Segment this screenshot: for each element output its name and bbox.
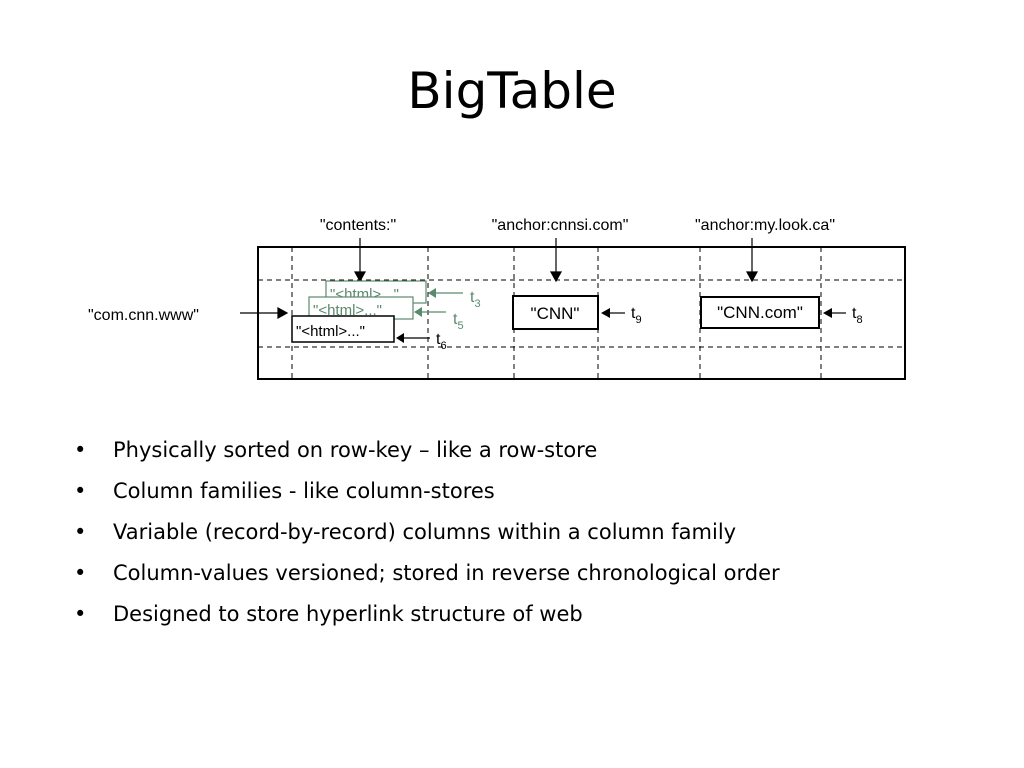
column-label-anchor-mylook: "anchor:my.look.ca" bbox=[695, 217, 835, 234]
svg-text:"<html>...": "<html>..." bbox=[296, 323, 365, 340]
bullet-dot: • bbox=[74, 479, 87, 503]
table-grid bbox=[258, 247, 905, 379]
timestamp-t8: t8 bbox=[852, 305, 863, 326]
svg-text:"CNN.com": "CNN.com" bbox=[717, 303, 803, 322]
bullet-text: Designed to store hyperlink structure of… bbox=[113, 602, 583, 626]
timestamp-t6: t6 bbox=[436, 331, 447, 352]
cell-anchor-cnnsi: "CNN" t9 bbox=[512, 295, 642, 330]
bullet-text: Physically sorted on row-key – like a ro… bbox=[113, 438, 598, 462]
bullet-dot: • bbox=[74, 438, 87, 462]
bullet-list: • Physically sorted on row-key – like a r… bbox=[72, 430, 780, 635]
svg-text:"CNN": "CNN" bbox=[531, 304, 580, 323]
cell-anchor-mylook: "CNN.com" t8 bbox=[700, 296, 863, 329]
bullet-item: • Column families - like column-stores bbox=[72, 471, 780, 512]
bullet-dot: • bbox=[74, 561, 87, 585]
bullet-item: • Physically sorted on row-key – like a r… bbox=[72, 430, 780, 471]
row-arrow bbox=[240, 306, 289, 320]
bullet-dot: • bbox=[74, 520, 87, 544]
contents-version-t6: "<html>..." t6 bbox=[291, 315, 447, 352]
timestamp-t9: t9 bbox=[631, 305, 642, 326]
column-label-anchor-cnnsi: "anchor:cnnsi.com" bbox=[492, 217, 629, 234]
bullet-item: • Column-values versioned; stored in reve… bbox=[72, 553, 780, 594]
bullet-item: • Designed to store hyperlink structure o… bbox=[72, 594, 780, 635]
column-label-contents: "contents:" bbox=[320, 217, 396, 234]
bullet-text: Column families - like column-stores bbox=[113, 479, 495, 503]
timestamp-t3: t3 bbox=[470, 289, 481, 310]
slide-title: BigTable bbox=[407, 62, 617, 120]
bigtable-diagram: "contents:" "anchor:cnnsi.com" "anchor:m… bbox=[88, 217, 906, 380]
bullet-item: • Variable (record-by-record) columns wit… bbox=[72, 512, 780, 553]
svg-text:"<html>...": "<html>..." bbox=[313, 302, 382, 319]
timestamp-t5: t5 bbox=[453, 311, 464, 332]
bullet-text: Column-values versioned; stored in rever… bbox=[113, 561, 780, 585]
bullet-dot: • bbox=[74, 602, 87, 626]
column-arrows bbox=[353, 238, 759, 283]
bullet-text: Variable (record-by-record) columns with… bbox=[113, 520, 737, 544]
row-label: "com.cnn.www" bbox=[88, 307, 199, 324]
